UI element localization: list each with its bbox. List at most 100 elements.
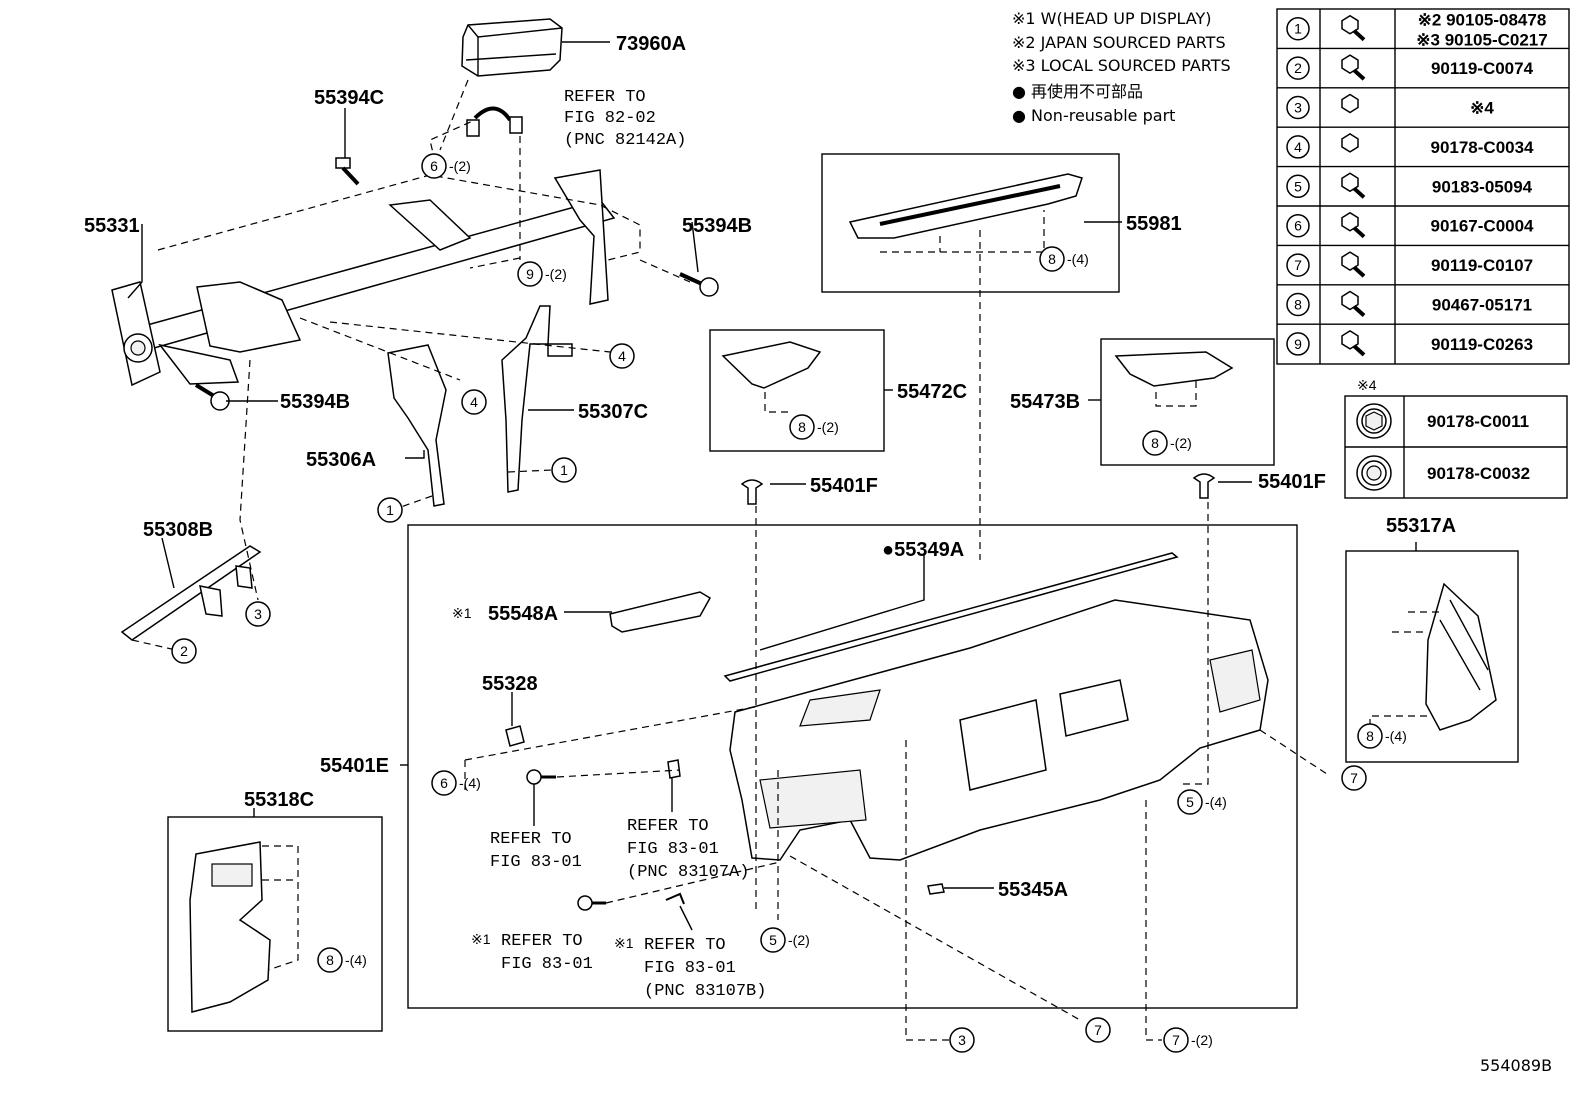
callout-number: 2	[180, 643, 188, 659]
refer-5-line-2: FIG 83-01	[644, 959, 736, 978]
row-index-circle	[1286, 135, 1310, 159]
row-index: 2	[1294, 60, 1302, 76]
bolt-icon	[1341, 330, 1366, 357]
callout-quantity: -(2)	[449, 158, 471, 174]
round-nut-icon	[1356, 455, 1392, 491]
callout-number: 1	[560, 462, 568, 478]
fastener-table-border	[1276, 8, 1570, 365]
callout-quantity: -(4)	[345, 952, 367, 968]
callout-6: 6 -(4)	[431, 770, 481, 796]
label-55981: 55981	[1126, 213, 1182, 235]
callout-number: 6	[430, 158, 438, 174]
callout-number: 5	[1186, 794, 1194, 810]
callout-3: 3	[245, 601, 271, 627]
callout-number: 7	[1350, 770, 1358, 786]
refer-2-line-1: REFER TO	[490, 830, 572, 849]
label-55318C: 55318C	[244, 789, 314, 811]
refer-3-line-3: (PNC 83107A)	[627, 863, 749, 882]
row-index-circle	[1286, 332, 1310, 356]
label-55394B-left: 55394B	[280, 391, 350, 413]
callout-6: 6 -(2)	[421, 153, 471, 179]
row-part-number: ※2 90105-08478	[1418, 11, 1547, 30]
label-55473B: 55473B	[1010, 391, 1080, 413]
row-part-number: 90167-C0004	[1430, 217, 1534, 236]
note-japan-sourced: ※2 JAPAN SOURCED PARTS	[1012, 33, 1226, 52]
box-55981	[821, 153, 1120, 293]
callout-number: 3	[958, 1032, 966, 1048]
row-part-number: 90119-C0263	[1431, 335, 1533, 354]
bolt-55394C-drawing	[335, 157, 360, 186]
row-index: 1	[1294, 21, 1302, 37]
row-part-number: ※4	[1470, 99, 1494, 118]
callout-number: 6	[440, 775, 448, 791]
label-55328: 55328	[482, 673, 538, 695]
bolt-icon	[1341, 251, 1366, 278]
row-index-circle	[1286, 253, 1310, 277]
part-labels: 73960A 55394C 55331 55394B 55394B 55306A…	[84, 33, 1456, 901]
row-index: 9	[1294, 336, 1302, 352]
callout-5: 5 -(4)	[1177, 789, 1227, 815]
push-clip-icon	[1341, 290, 1366, 317]
clip-55401F-left-drawing	[740, 479, 764, 505]
clip-55345A-drawing	[927, 883, 945, 895]
sub-table-4: ※4 90178-C0011 90178-C0032	[1344, 377, 1568, 499]
label-55349A: ●55349A	[882, 539, 964, 561]
callout-8: 8-(2)	[1142, 430, 1192, 456]
row-index: 7	[1294, 257, 1302, 273]
label-55306A: 55306A	[306, 449, 376, 471]
callout-4: 4	[609, 343, 635, 369]
row-index: 6	[1294, 218, 1302, 234]
row-index-circle	[1286, 174, 1310, 199]
label-55308B: 55308B	[143, 519, 213, 541]
callout-quantity: -(4)	[459, 775, 481, 791]
leader-lines	[127, 41, 1440, 1041]
refer-5-line-3: (PNC 83107B)	[644, 982, 766, 1001]
row-part-number-alt: ※3 90105-C0217	[1416, 31, 1547, 50]
callout-3: 3	[949, 1027, 975, 1053]
hud-cover-55548A-drawing	[609, 591, 712, 633]
label-55345A: 55345A	[998, 879, 1068, 901]
sub-table-title: ※4	[1357, 377, 1377, 393]
clip-icon	[1341, 172, 1366, 199]
fastener-row: 7 90119-C0107	[1277, 244, 1569, 285]
callout-1: 1	[377, 497, 403, 523]
callout-8: 8-(4)	[1039, 246, 1089, 272]
clip-55328-drawing	[505, 725, 525, 747]
box-55473B	[1100, 338, 1275, 466]
refer-1-line-2: FIG 82-02	[564, 109, 656, 128]
row-part-number: 90183-05094	[1432, 177, 1533, 196]
callout-quantity: -(2)	[817, 419, 839, 435]
row-index: 3	[1294, 100, 1302, 116]
panel-55317A-drawing	[1425, 582, 1497, 731]
label-55317A: 55317A	[1386, 515, 1456, 537]
box-55317A	[1345, 550, 1519, 763]
note-head-up-display: ※1 W(HEAD UP DISPLAY)	[1012, 9, 1212, 28]
bolt-55394B-top-drawing	[679, 272, 719, 297]
mark-55548A: ※1	[452, 605, 472, 621]
callout-quantity: -(4)	[1067, 251, 1089, 267]
panel-55981-drawing	[848, 173, 1083, 239]
panel-55318C-drawing	[189, 841, 271, 1013]
box-55318C	[167, 816, 383, 1032]
refer-1-line-3: (PNC 82142A)	[564, 131, 686, 150]
cross-car-beam-drawing	[111, 169, 616, 387]
callout-number: 4	[618, 348, 626, 364]
notes-block: ※1 W(HEAD UP DISPLAY) ※2 JAPAN SOURCED P…	[1012, 9, 1231, 125]
row-part-number: 90178-C0034	[1430, 138, 1534, 157]
row-index-circle	[1286, 95, 1310, 120]
callout-number: 4	[470, 394, 478, 410]
row-part-number: 90119-C0107	[1431, 256, 1533, 275]
label-55548A: 55548A	[488, 603, 558, 625]
row-part-number: 90119-C0074	[1431, 59, 1534, 78]
clip-55401F-right-drawing	[1192, 473, 1216, 499]
bracket-55307C-drawing	[501, 305, 573, 493]
callout-quantity: -(4)	[1205, 794, 1227, 810]
callout-quantity: -(4)	[1385, 728, 1407, 744]
label-55331: 55331	[84, 215, 140, 237]
callout-quantity: -(2)	[545, 266, 567, 282]
refer-4-mark: ※1	[471, 931, 491, 947]
cover-55472C-drawing	[721, 341, 822, 389]
callout-7: 7	[1085, 1017, 1111, 1043]
callout-4: 4	[461, 389, 487, 415]
